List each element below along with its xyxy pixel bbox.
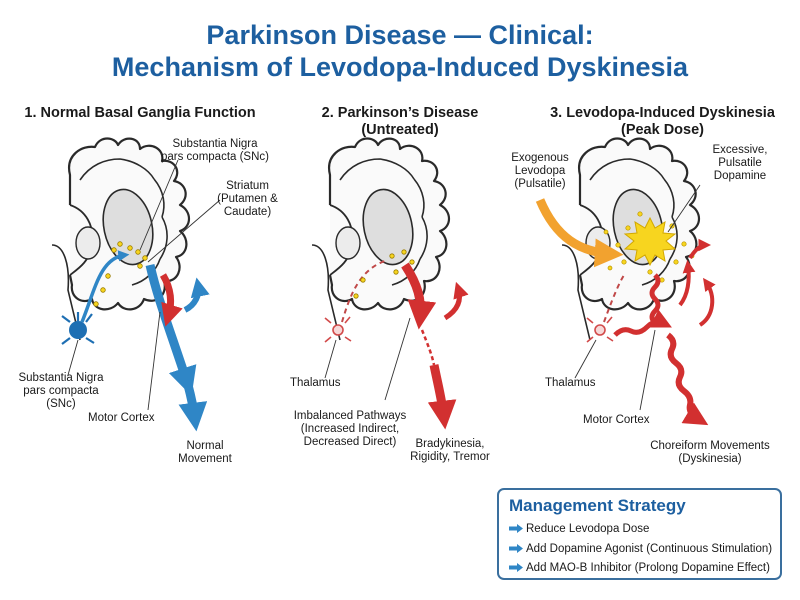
panel-2-imbalanced-label: Imbalanced Pathways(Increased Indirect,D…	[293, 410, 407, 448]
panel-1-dopamine-dots	[93, 241, 148, 307]
management-item-1: Reduce Levodopa Dose	[509, 523, 649, 535]
exogenous-levodopa-arrow	[535, 198, 624, 268]
panel-2-feedback-red-arrow	[443, 281, 469, 321]
panel-3-heading: 3. Levodopa-Induced Dyskinesia(Peak Dose…	[550, 105, 775, 138]
page-title-line-1: Parkinson Disease — Clinical:	[206, 20, 594, 50]
panel-1-striatum-label: Striatum(Putamen &Caudate)	[217, 180, 278, 218]
panel-2-outcome-label: Bradykinesia,Rigidity, Tremor	[410, 438, 490, 463]
panel-2-heading: 2. Parkinson’s Disease(Untreated)	[321, 105, 479, 138]
panel-1-heading: 1. Normal Basal Ganglia Function	[24, 105, 256, 121]
panel-3-upward-red-arrow	[678, 259, 696, 307]
panel-3-wavy-path-2	[613, 309, 672, 337]
panel-3-wavy-path-3	[666, 332, 709, 426]
panel-2-brain	[328, 137, 451, 311]
arrow-right-icon	[509, 524, 523, 534]
panel-1-output-blue-arrow	[178, 383, 208, 432]
panel-3-motor-cortex-label: Motor Cortex	[583, 414, 650, 426]
panel-2-output-red-dashed	[420, 329, 436, 366]
panel-2-dopamine-dots	[353, 249, 415, 299]
panel-1-feedback-blue-arrow	[183, 277, 210, 313]
management-title: Management Strategy	[509, 496, 686, 515]
panel-2-thalamus-icon	[324, 316, 352, 343]
panel-3-thalamus-label: Thalamus	[545, 377, 596, 389]
panel-2-indirect-red-arrow	[401, 262, 437, 330]
management-item-2: Add Dopamine Agonist (Continuous Stimula…	[509, 543, 772, 555]
panel-2-thalamus-label: Thalamus	[290, 377, 341, 389]
management-strategy-box: Management Strategy Reduce Levodopa Dose…	[497, 488, 782, 580]
panel-3-outcome-label: Choreiform Movements(Dyskinesia)	[650, 440, 770, 465]
panel-1-red-arrow	[159, 273, 183, 327]
page-title-line-2: Mechanism of Levodopa-Induced Dyskinesia	[111, 52, 689, 82]
panel-3-top-red-arrow	[688, 238, 712, 260]
snc-neuron-icon	[61, 312, 95, 345]
panel-3-feedback-red-arrow	[698, 277, 716, 327]
snc-axon-arrow	[80, 250, 130, 323]
management-item-3: Add MAO-B Inhibitor (Prolong Dopamine Ef…	[509, 562, 770, 574]
panel-3-thalamus-icon	[586, 316, 614, 343]
panel-2-output-red-arrow	[427, 364, 457, 430]
arrow-right-icon	[509, 544, 523, 554]
arrow-right-icon	[509, 563, 523, 573]
panel-2-weak-dashed-path	[341, 259, 389, 323]
panel-1-motor-cortex-label: Motor Cortex	[88, 412, 155, 424]
